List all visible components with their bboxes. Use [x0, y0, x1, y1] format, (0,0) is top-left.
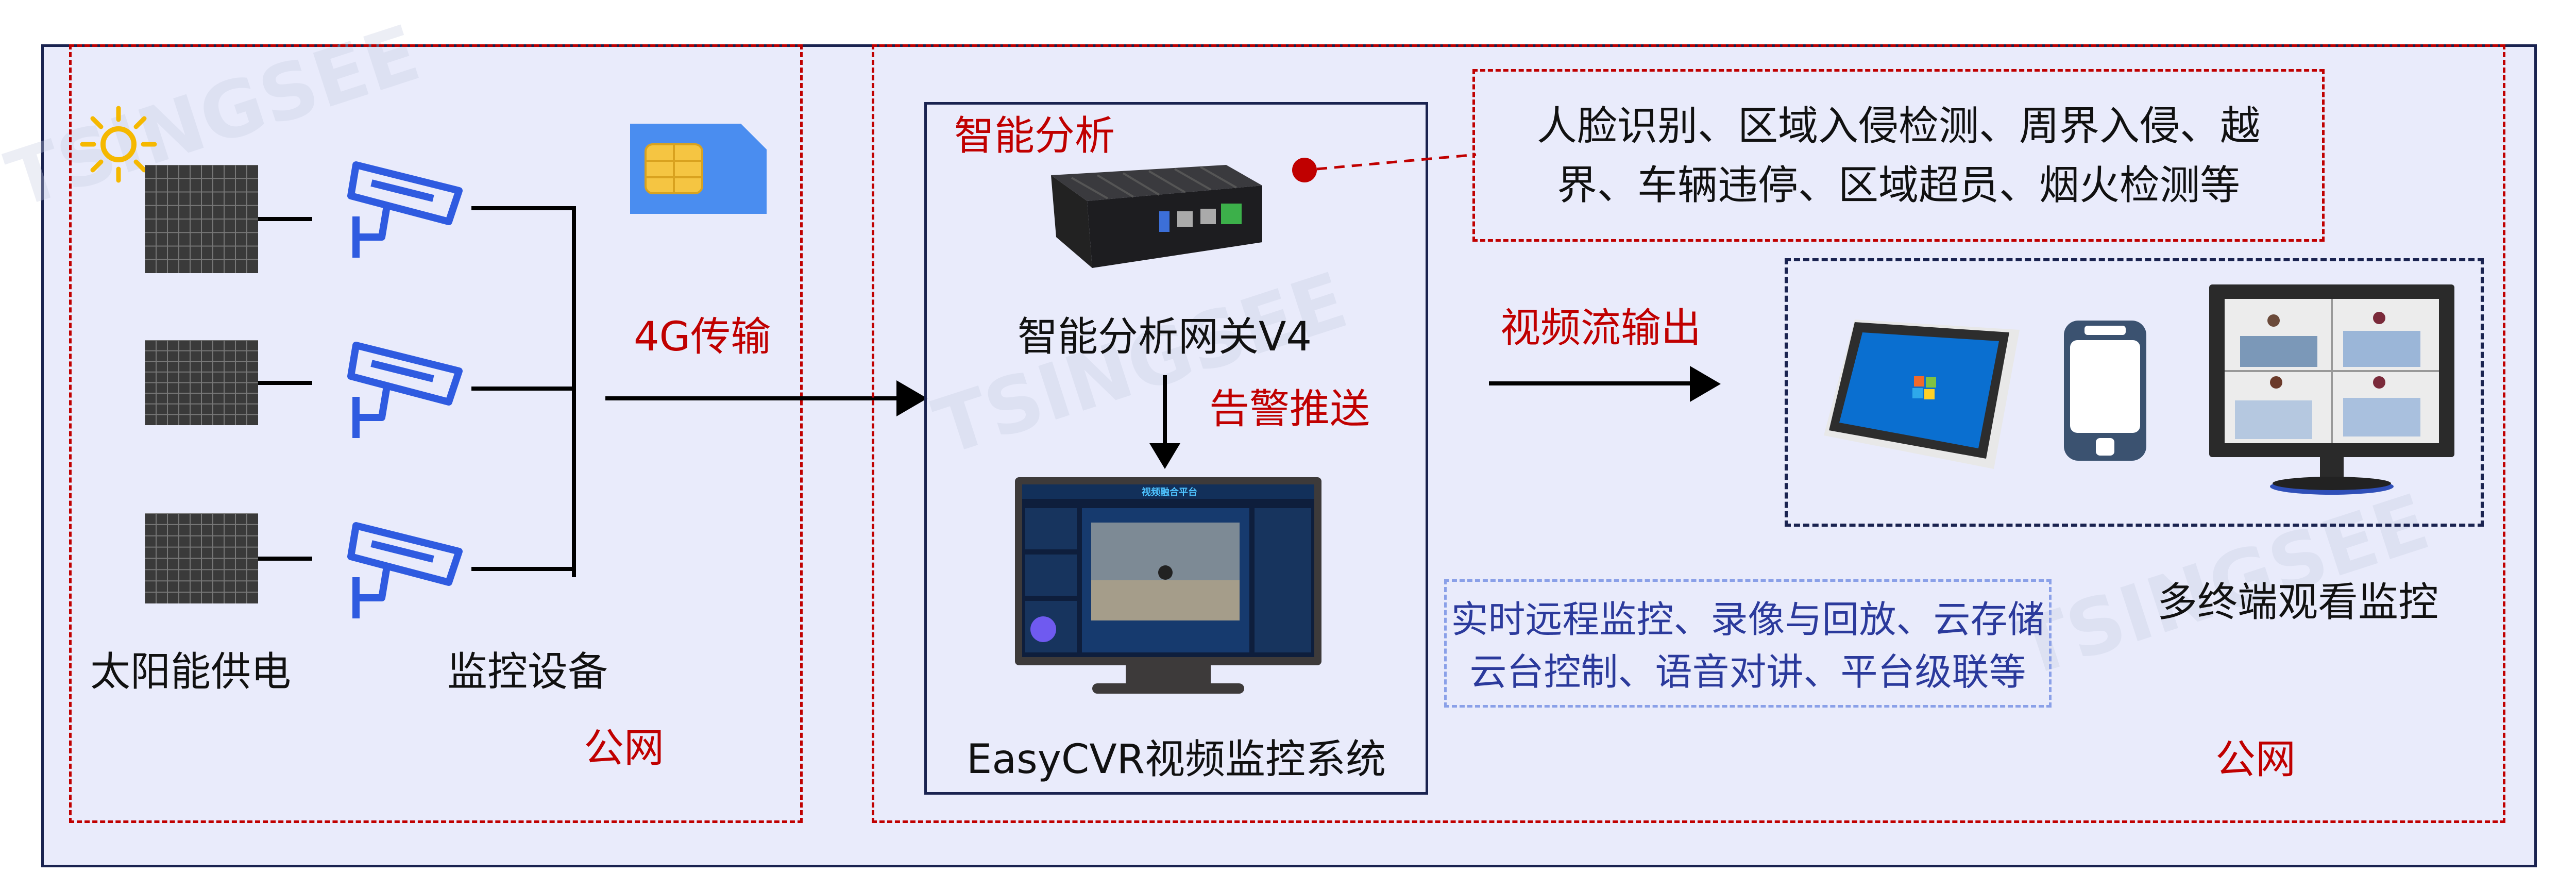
tablet-image: [1824, 320, 2020, 469]
alarm-label: 告警推送: [1209, 386, 1370, 432]
solar-panel-image: [145, 340, 258, 425]
gateway-box: [924, 102, 1428, 795]
gateway-box-title: 智能分析: [954, 113, 1115, 159]
stream-arrow: [1489, 381, 1700, 385]
terminal-label: 多终端观看监控: [2157, 579, 2438, 626]
capabilities-line-2: 云台控制、语音对讲、平台级联等: [1469, 650, 2026, 694]
transmission-arrow: [605, 396, 909, 400]
capabilities-box: [1444, 579, 2052, 708]
right-network-zone: [872, 44, 2505, 823]
sim-card-icon: [630, 124, 767, 214]
transmission-label: 4G传输: [634, 314, 771, 360]
phone-icon: [2064, 321, 2146, 461]
easycvr-monitor-image: [1015, 477, 1321, 694]
arrow-head-icon: [1149, 443, 1180, 469]
alarm-arrow: [1163, 375, 1167, 447]
capabilities-line-1: 实时远程监控、录像与回放、云存储: [1451, 598, 2045, 641]
system-label: EasyCVR视频监控系统: [967, 736, 1386, 783]
left-network-zone: [69, 44, 803, 823]
arrow-head-icon: [1690, 366, 1721, 402]
gateway-device-image: [1051, 165, 1262, 268]
features-callout: [1472, 69, 2325, 242]
stream-label: 视频流输出: [1500, 305, 1702, 351]
left-network-label: 公网: [584, 725, 665, 771]
callout-connector: [1292, 153, 1477, 182]
camera-link-line: [471, 567, 574, 571]
bracket-line: [572, 206, 576, 577]
power-line: [258, 556, 312, 561]
camera-label: 监控设备: [447, 649, 608, 695]
arrow-head-icon: [896, 380, 927, 416]
solar-panel-image: [145, 165, 258, 273]
solar-panel-image: [145, 513, 258, 603]
power-line: [258, 380, 312, 385]
camera-link-line: [471, 387, 574, 391]
power-line: [258, 217, 312, 221]
camera-icon: [347, 522, 463, 618]
features-line-1: 人脸识别、区域入侵检测、周界入侵、越: [1536, 103, 2260, 149]
terminals-box: [1785, 258, 2484, 527]
features-line-2: 界、车辆违停、区域超员、烟火检测等: [1556, 162, 2240, 209]
sun-icon: [80, 106, 157, 183]
gateway-device-label: 智能分析网关V4: [1018, 314, 1312, 360]
camera-icon: [347, 342, 463, 438]
monitor-image: [2209, 284, 2454, 495]
camera-icon: [347, 161, 463, 258]
solar-label: 太阳能供电: [90, 649, 292, 695]
screen-title: 视频融合平台: [1142, 487, 1197, 498]
right-network-label: 公网: [2215, 736, 2296, 783]
camera-link-line: [471, 206, 574, 210]
